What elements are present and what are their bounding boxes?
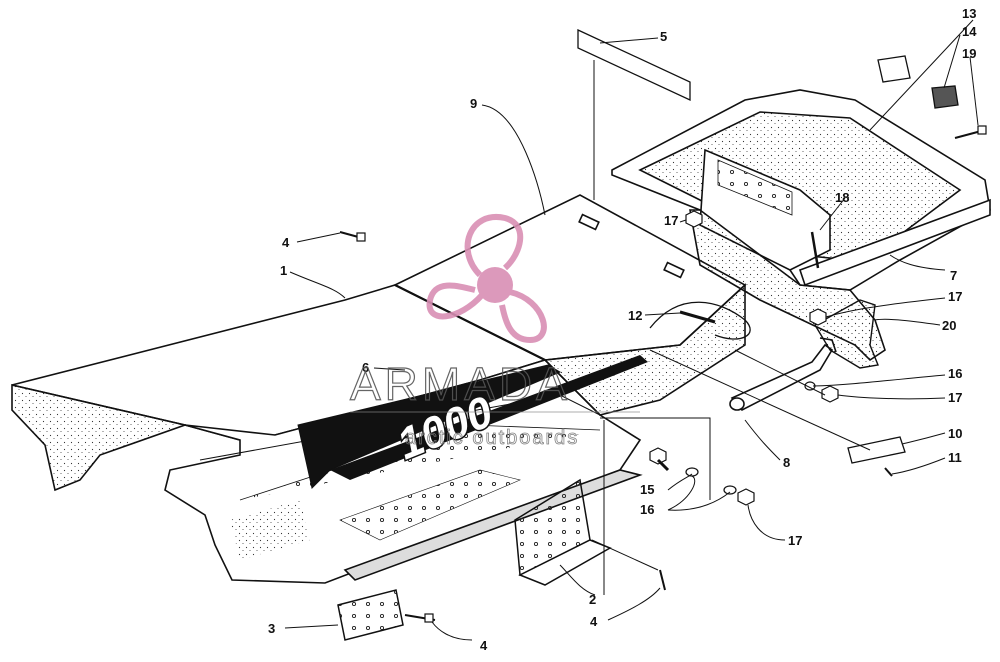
- callout-10: 10: [948, 426, 962, 441]
- callout-8: 8: [783, 455, 790, 470]
- bracket-part-2: [514, 478, 612, 586]
- strip-part: [577, 28, 691, 102]
- callout-4-a: 4: [282, 235, 290, 250]
- callout-9: 9: [470, 96, 477, 111]
- watermark: ARMADA arctic outboards: [349, 213, 640, 449]
- callout-16-b: 16: [640, 502, 654, 517]
- callout-7: 7: [950, 268, 957, 283]
- callout-13: 13: [962, 6, 976, 21]
- callout-4-b: 4: [480, 638, 488, 653]
- callout-2: 2: [589, 592, 596, 607]
- snow-flap-part: [814, 299, 879, 369]
- callout-17-d: 17: [788, 533, 802, 548]
- callout-14: 14: [962, 24, 977, 39]
- callout-17-b: 17: [948, 289, 962, 304]
- watermark-title: ARMADA: [350, 358, 571, 410]
- callout-15: 15: [640, 482, 654, 497]
- callout-5: 5: [660, 29, 667, 44]
- rear-bumper-part: [611, 89, 991, 362]
- callout-6: 6: [362, 360, 369, 375]
- reflector-13: [877, 55, 911, 83]
- callout-1: 1: [280, 263, 287, 278]
- callout-17-c: 17: [948, 390, 962, 405]
- callout-16-a: 16: [948, 366, 962, 381]
- callout-20: 20: [942, 318, 956, 333]
- reflector-14: [931, 85, 959, 109]
- reflector-plate-10: [847, 436, 906, 464]
- callout-11: 11: [948, 450, 962, 465]
- callout-3: 3: [268, 621, 275, 636]
- leader-lines: [284, 19, 979, 641]
- callout-19: 19: [962, 46, 976, 61]
- fasteners: [339, 125, 987, 623]
- cable-part-12: [649, 301, 751, 340]
- watermark-subtitle: arctic outboards: [405, 427, 579, 449]
- callout-17-a: 17: [664, 213, 678, 228]
- callout-12: 12: [628, 308, 642, 323]
- propeller-logo-icon: [426, 213, 547, 344]
- callout-4-c: 4: [590, 614, 598, 629]
- plate-part-3: [337, 589, 404, 641]
- callout-18: 18: [835, 190, 849, 205]
- callout-labels: 1 2 3 4 4 4 5 6 7 8 9 10 11 12 13 14 15 …: [268, 6, 977, 653]
